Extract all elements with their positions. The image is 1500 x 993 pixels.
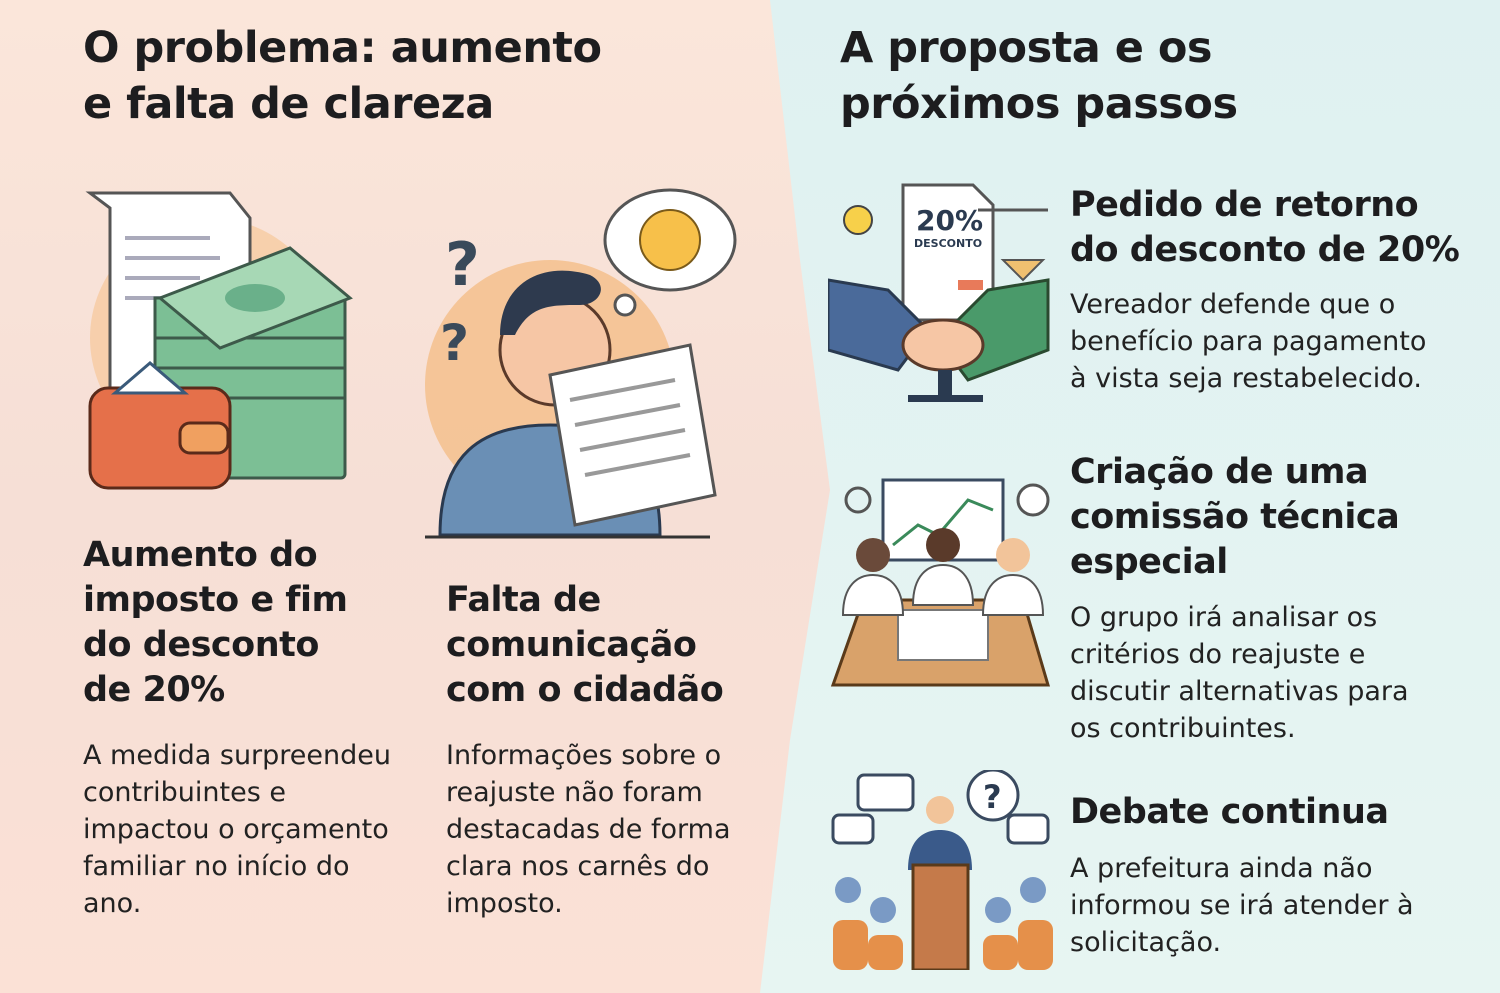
technical-committee-illustration	[830, 478, 1051, 687]
tax-bill-money-wallet-illustration	[85, 191, 353, 490]
discount-percent-label: 20%	[916, 204, 983, 237]
svg-text:?: ?	[983, 778, 1002, 816]
confused-citizen-illustration: ? ?	[425, 188, 737, 539]
svg-text:?: ?	[440, 314, 469, 372]
handshake-discount-illustration: 20% DESCONTO	[828, 183, 1050, 402]
item-heading-debate-continues: Debate continua	[1070, 792, 1389, 832]
discount-label: DESCONTO	[914, 237, 982, 250]
public-debate-illustration: ?	[831, 770, 1053, 970]
svg-text:?: ?	[445, 230, 480, 300]
